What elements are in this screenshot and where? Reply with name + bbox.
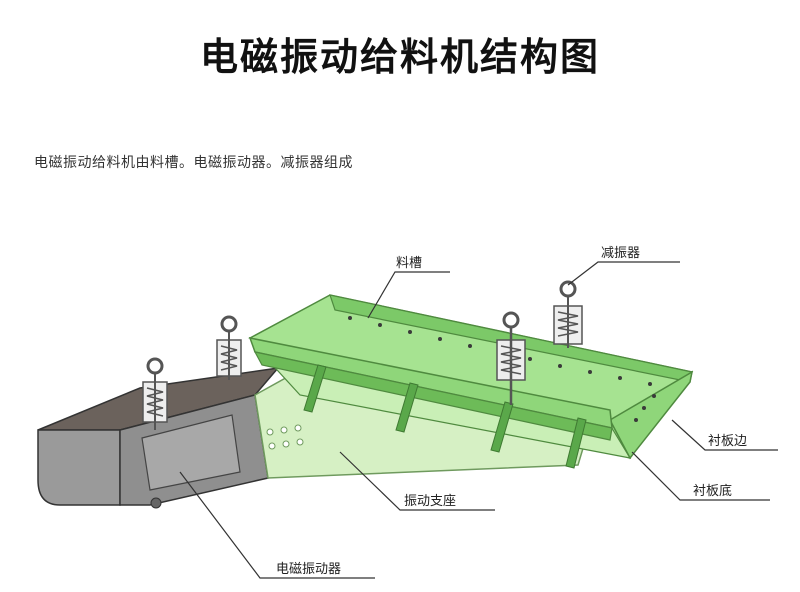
- label-vibrator: 电磁振动器: [276, 562, 341, 577]
- label-liner-bottom: 衬板底: [693, 483, 732, 499]
- label-damper: 减振器: [601, 246, 640, 261]
- trough: [248, 294, 694, 469]
- label-vibration-base: 振动支座: [404, 494, 456, 509]
- page-description: 电磁振动给料机由料槽。电磁振动器。减振器组成: [34, 155, 353, 171]
- damper-center: [496, 311, 526, 405]
- label-trough: 料槽: [396, 256, 422, 271]
- damper-top: [553, 280, 583, 348]
- label-liner-side: 衬板边: [708, 434, 747, 449]
- damper-left-2: [216, 315, 242, 380]
- page-title: 电磁振动给料机结构图: [199, 35, 600, 79]
- damper-left-1: [142, 357, 168, 430]
- leader-lines: [179, 261, 778, 579]
